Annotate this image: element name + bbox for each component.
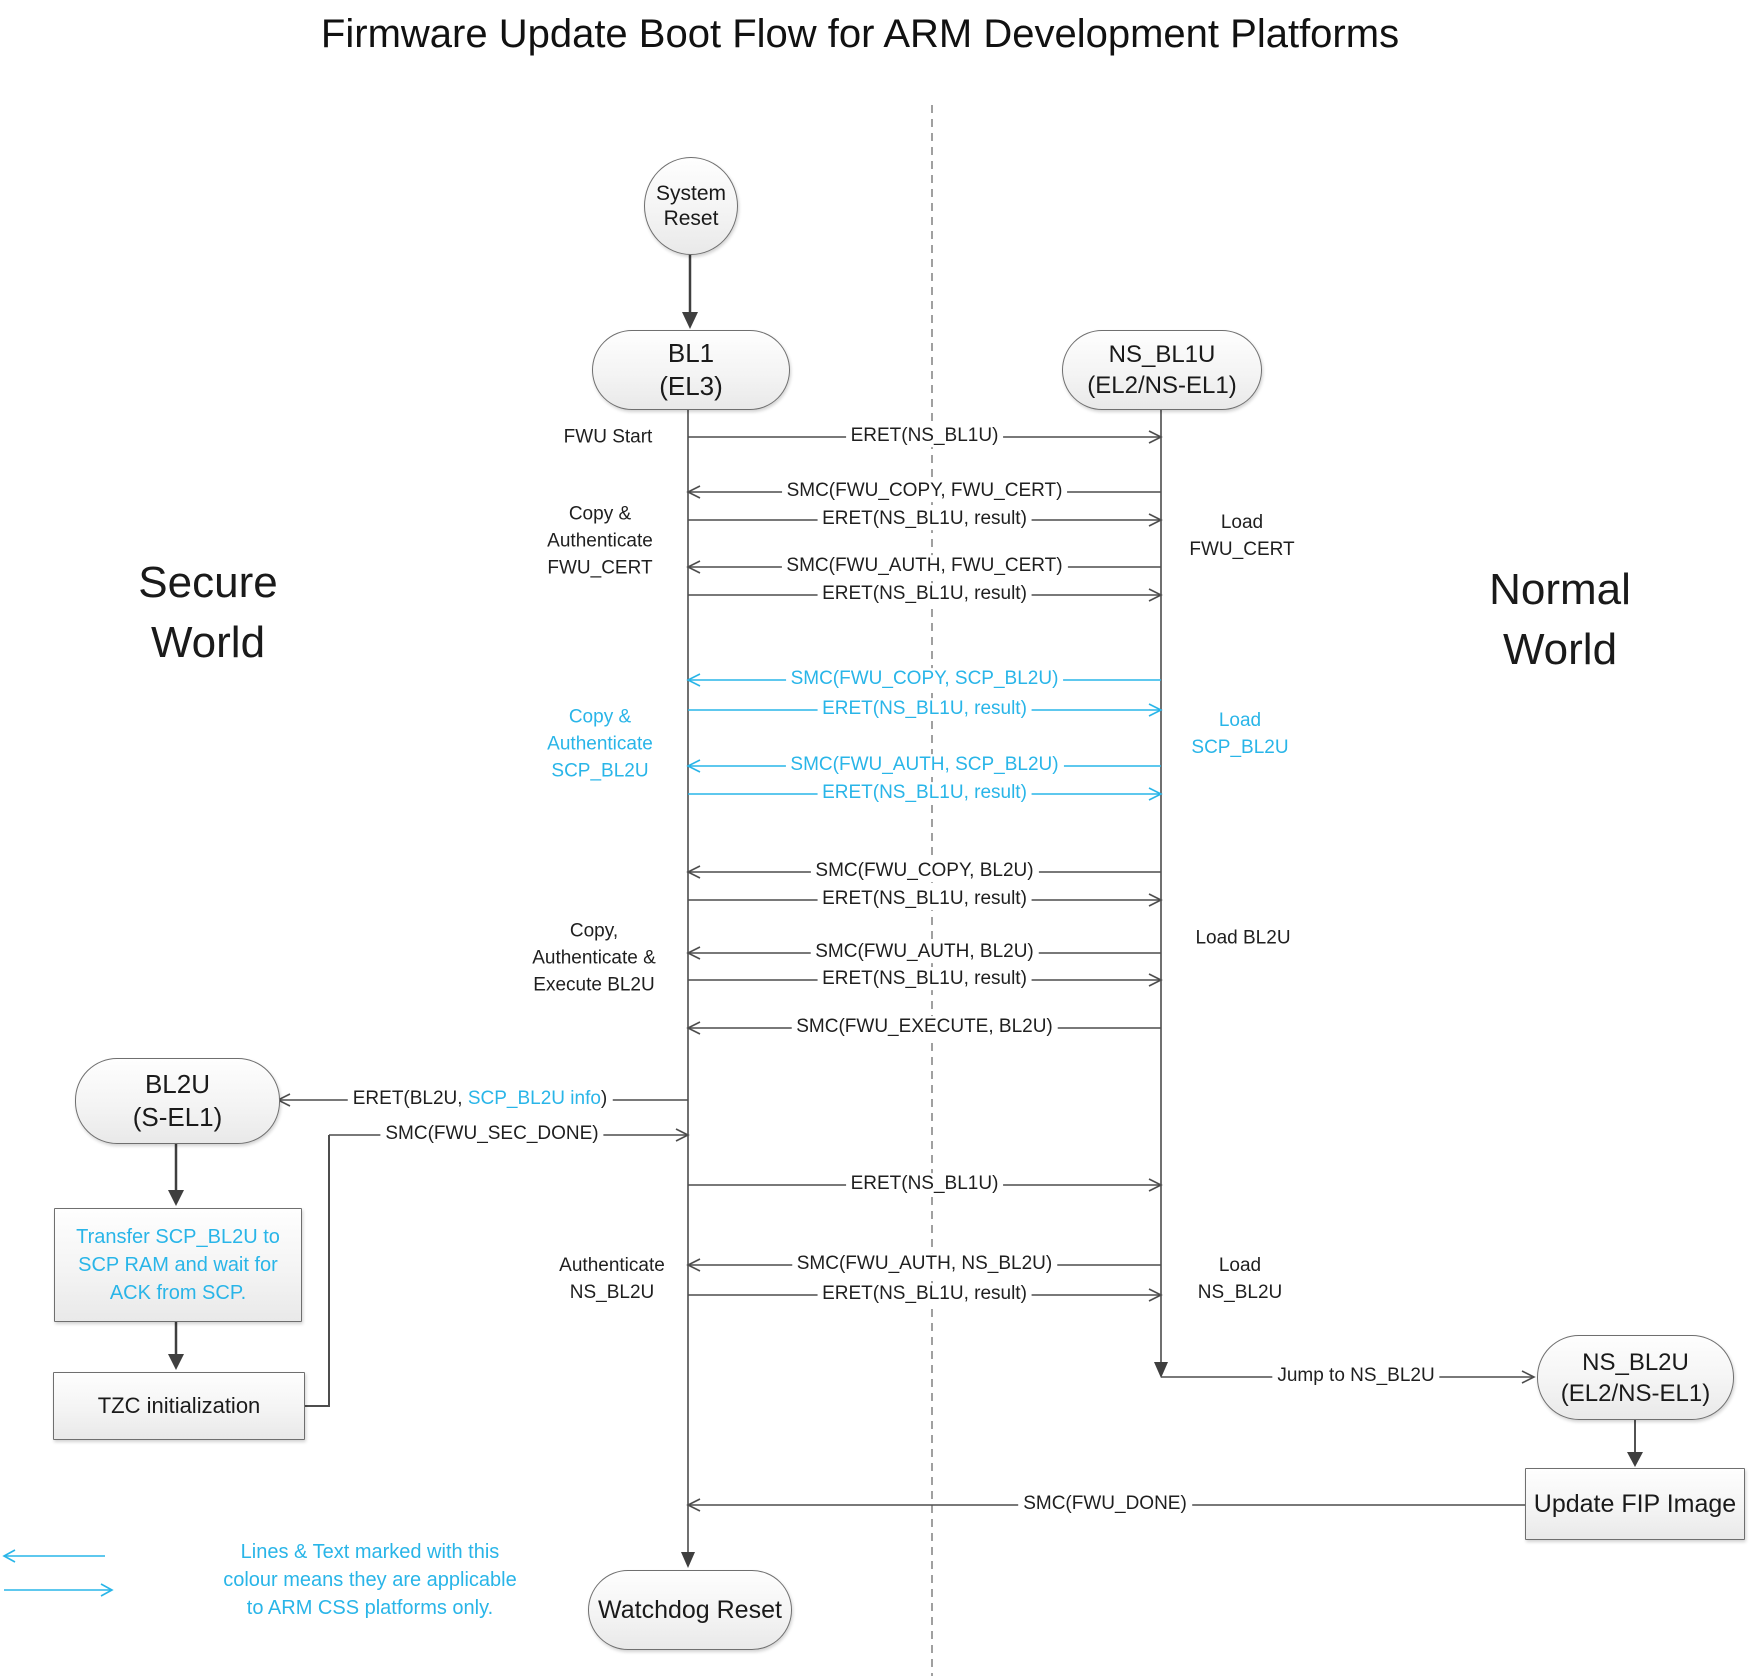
message-label: ERET(NS_BL1U, result) xyxy=(817,782,1032,805)
message-label: ERET(NS_BL1U, result) xyxy=(817,888,1032,911)
side-label: Load NS_BL2U xyxy=(1197,1255,1283,1303)
side-label: Copy, Authenticate & Execute BL2U xyxy=(532,920,656,996)
message-arrowhead xyxy=(686,865,701,879)
node-watchdog-reset: Watchdog Reset xyxy=(588,1570,792,1650)
message-arrowhead xyxy=(686,560,701,574)
message-label-part: ERET(BL2U, xyxy=(352,1088,468,1110)
ns-bl1u-lifeline-arrowhead xyxy=(1154,1362,1168,1378)
side-label: Authenticate NS_BL2U xyxy=(559,1255,665,1303)
side-label: Load SCP_BL2U xyxy=(1191,710,1289,758)
side-label: Load FWU_CERT xyxy=(1189,512,1295,560)
transfer-to-tzc-arrowhead xyxy=(168,1354,184,1370)
node-system-reset: System Reset xyxy=(644,157,738,255)
node-bl2u: BL2U (S-EL1) xyxy=(75,1058,280,1144)
message-arrowhead xyxy=(1148,430,1163,444)
message-label: ERET(NS_BL1U, result) xyxy=(817,1283,1032,1306)
side-label: Copy & Authenticate FWU_CERT xyxy=(547,503,653,579)
message-arrowhead xyxy=(1148,973,1163,987)
message-arrowhead xyxy=(1148,588,1163,602)
message-label: SMC(FWU_AUTH, NS_BL2U) xyxy=(791,1253,1058,1276)
message-label: ERET(BL2U, SCP_BL2U info) xyxy=(347,1088,613,1111)
normal-world-label: Normal World xyxy=(1489,565,1631,674)
side-label: Load BL2U xyxy=(1195,927,1291,949)
message-arrowhead xyxy=(1148,513,1163,527)
message-label: SMC(FWU_COPY, SCP_BL2U) xyxy=(785,668,1064,691)
node-bl1: BL1 (EL3) xyxy=(592,330,790,410)
reset-to-bl1-arrowhead xyxy=(682,312,698,329)
message-label: Jump to NS_BL2U xyxy=(1272,1365,1440,1388)
ns-bl2u-to-fip-arrowhead xyxy=(1627,1452,1643,1467)
bl1-lifeline-arrowhead xyxy=(681,1552,695,1568)
legend-text: Lines & Text marked with this colour mea… xyxy=(223,1541,517,1619)
message-arrowhead xyxy=(686,946,701,960)
legend-right-arrowhead xyxy=(100,1583,114,1597)
node-ns-bl2u: NS_BL2U (EL2/NS-EL1) xyxy=(1537,1335,1734,1420)
message-label: ERET(NS_BL1U, result) xyxy=(817,583,1032,606)
message-label: SMC(FWU_EXECUTE, BL2U) xyxy=(791,1016,1058,1039)
message-label: ERET(NS_BL1U, result) xyxy=(817,968,1032,991)
message-label-part: SCP_BL2U info xyxy=(467,1088,601,1110)
message-arrowhead xyxy=(686,485,701,499)
message-arrowhead xyxy=(1148,1178,1163,1192)
side-label: FWU Start xyxy=(563,426,653,448)
message-label-part: ) xyxy=(600,1088,608,1110)
message-arrowhead xyxy=(686,759,701,773)
message-label: ERET(NS_BL1U, result) xyxy=(817,698,1032,721)
message-label: SMC(FWU_SEC_DONE) xyxy=(380,1123,604,1146)
page-title: Firmware Update Boot Flow for ARM Develo… xyxy=(320,12,1400,56)
message-arrowhead xyxy=(1148,703,1163,717)
message-arrowhead xyxy=(1521,1370,1536,1384)
message-label: SMC(FWU_AUTH, FWU_CERT) xyxy=(781,555,1068,578)
message-label: ERET(NS_BL1U, result) xyxy=(817,508,1032,531)
node-tzc-initialization: TZC initialization xyxy=(53,1372,305,1440)
message-arrowhead xyxy=(675,1128,690,1142)
message-arrowhead xyxy=(686,1498,701,1512)
message-arrowhead xyxy=(686,1258,701,1272)
message-arrowhead xyxy=(1148,787,1163,801)
side-label: Copy & Authenticate SCP_BL2U xyxy=(547,706,653,782)
message-label: SMC(FWU_COPY, FWU_CERT) xyxy=(781,480,1068,503)
message-arrowhead xyxy=(1148,893,1163,907)
message-arrowhead xyxy=(686,673,701,687)
legend-left-arrowhead xyxy=(2,1549,16,1563)
node-transfer-scp: Transfer SCP_BL2U to SCP RAM and wait fo… xyxy=(54,1208,302,1322)
node-update-fip: Update FIP Image xyxy=(1525,1468,1745,1540)
tzc-connector-line xyxy=(303,1135,330,1407)
message-label: ERET(NS_BL1U) xyxy=(845,1173,1004,1196)
message-arrowhead xyxy=(686,1021,701,1035)
message-arrowhead xyxy=(1148,1288,1163,1302)
message-label: SMC(FWU_AUTH, BL2U) xyxy=(810,941,1039,964)
message-label: ERET(NS_BL1U) xyxy=(845,425,1004,448)
node-ns-bl1u: NS_BL1U (EL2/NS-EL1) xyxy=(1062,330,1262,410)
message-label: SMC(FWU_COPY, BL2U) xyxy=(810,860,1039,883)
message-label: SMC(FWU_AUTH, SCP_BL2U) xyxy=(785,754,1064,777)
bl2u-to-transfer-arrowhead xyxy=(168,1190,184,1206)
secure-world-label: Secure World xyxy=(138,558,278,667)
message-label: SMC(FWU_DONE) xyxy=(1018,1493,1192,1516)
